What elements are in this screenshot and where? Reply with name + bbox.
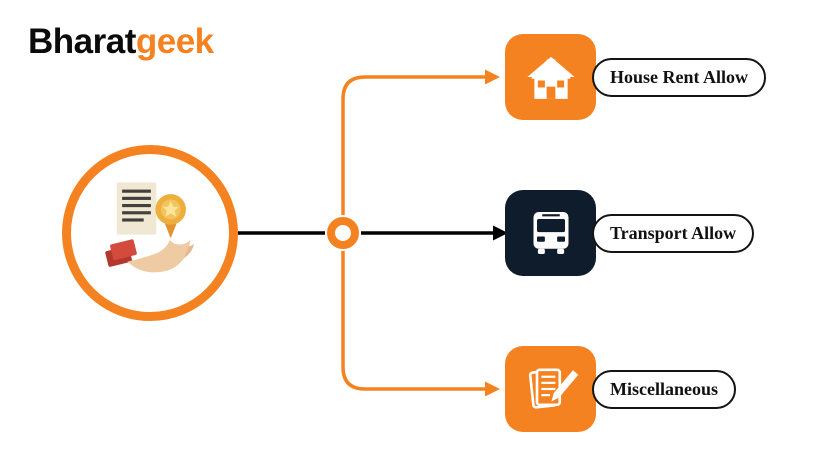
brand-logo-part2: geek <box>135 22 214 61</box>
house-icon <box>505 34 596 120</box>
arrowhead-bottom <box>485 381 500 397</box>
brand-logo: Bharatgeek <box>28 22 214 62</box>
bus-icon <box>505 190 596 276</box>
node-label-house-rent-allow: House Rent Allow <box>592 57 767 97</box>
junction-ring <box>327 217 359 249</box>
node-transport-allow: Transport Allow <box>505 190 755 276</box>
source-circle <box>62 145 238 321</box>
connector-junction-to-bottom <box>341 251 486 391</box>
node-label-transport-allow: Transport Allow <box>592 213 755 253</box>
node-label-miscellaneous: Miscellaneous <box>592 369 736 409</box>
node-house-rent-allow: House Rent Allow <box>505 34 767 120</box>
document-pencil-icon <box>505 346 596 432</box>
arrowhead-top <box>485 69 500 85</box>
salary-documents-medal-hand-illustration <box>91 177 209 290</box>
brand-logo-part1: Bharat <box>28 22 136 61</box>
node-miscellaneous: Miscellaneous <box>505 346 736 432</box>
connector-junction-to-top <box>341 75 486 215</box>
